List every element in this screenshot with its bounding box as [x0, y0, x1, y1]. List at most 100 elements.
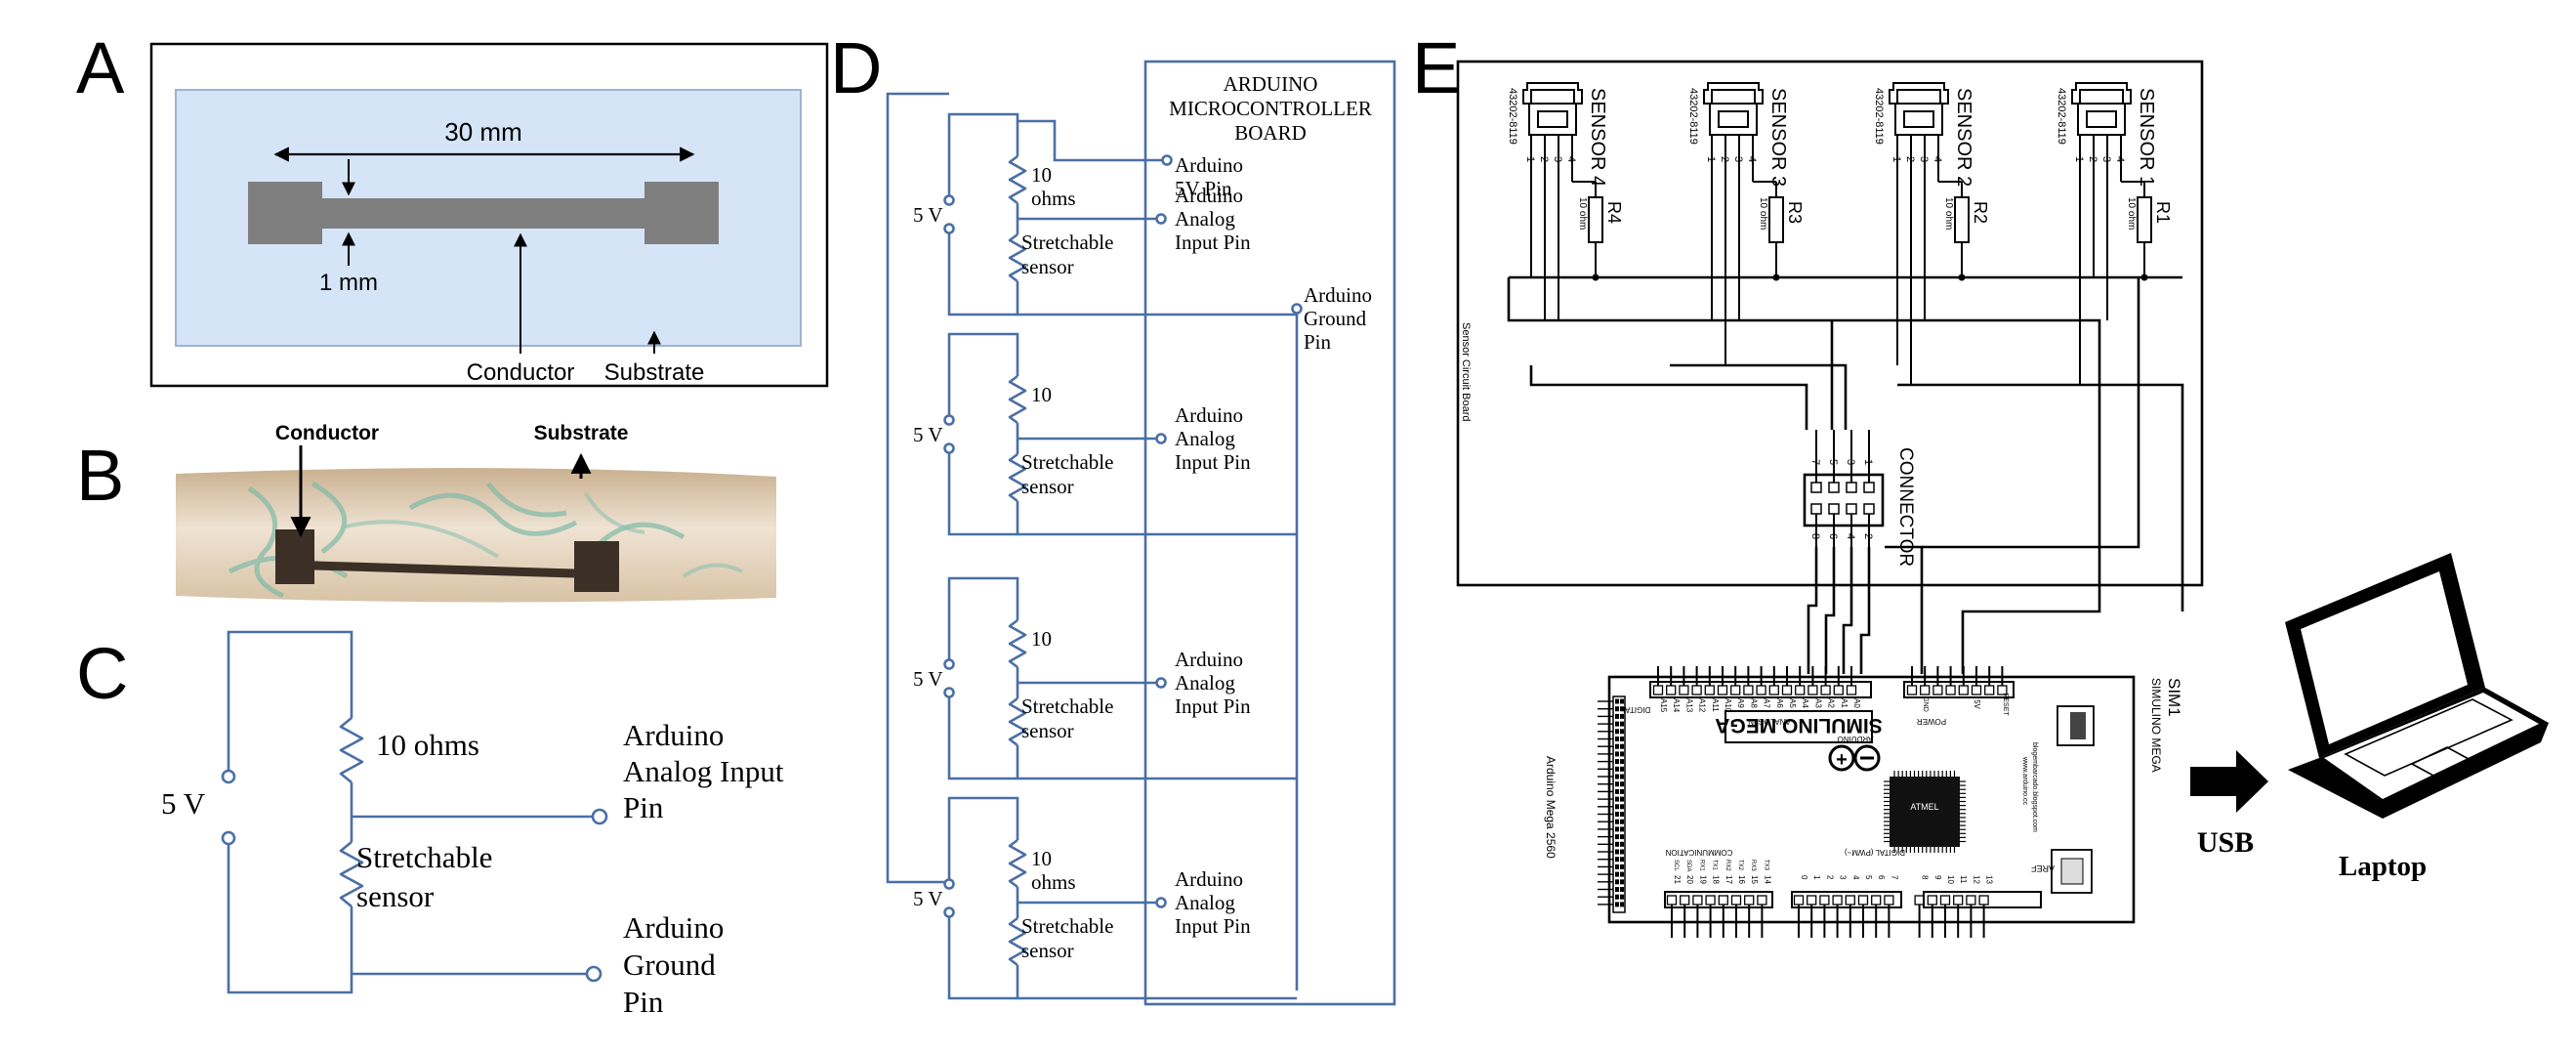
svg-text:11: 11: [1959, 875, 1968, 884]
d-circuit-1: 5 V10ohmsStretchablesensorArduinoAnalogI…: [913, 112, 1297, 316]
panel-d: D ARDUINO MICROCONTROLLER BOARD Arduino …: [830, 27, 1396, 1006]
plus-logo-icon: [1828, 744, 1855, 772]
d-pin-label-line2-1: Analog: [1175, 207, 1235, 231]
length-dimension-label: 30 mm: [444, 117, 521, 147]
svg-text:15: 15: [1750, 875, 1759, 884]
e-sensor-name-4: SENSOR 1: [2136, 88, 2157, 187]
d-pin-label-line1-2: Arduino: [1175, 403, 1243, 427]
board-url-line2: blogembarcado.blogspot.com: [2031, 742, 2038, 832]
svg-text:16: 16: [1737, 875, 1746, 884]
simulino-logo: SIMULINO MEGA: [1715, 710, 1883, 743]
svg-text:A14: A14: [1672, 698, 1681, 713]
d-pin-label-line1-4: Arduino: [1175, 867, 1243, 891]
svg-text:12: 12: [1972, 875, 1980, 884]
d-circuit-3: 5 V10StretchablesensorArduinoAnalogInput…: [913, 576, 1297, 780]
e-resistor-name-1: R4: [1604, 201, 1624, 224]
panel-a: A 30 mm 1 mm Conductor Substrate: [76, 27, 829, 388]
d-resistor-label-2: 10: [1031, 383, 1052, 406]
svg-text:2: 2: [2087, 156, 2098, 162]
svg-text:TX2: TX2: [1737, 860, 1743, 871]
e-sensor-name-2: SENSOR 3: [1767, 88, 1789, 187]
svg-text:3: 3: [1839, 875, 1848, 880]
svg-text:RX2: RX2: [1724, 860, 1730, 871]
d-voltage-label-4: 5 V: [913, 887, 943, 910]
c-sensor-label-line2: sensor: [356, 879, 435, 913]
svg-text:21: 21: [1673, 875, 1682, 884]
sensor-board-caption: Sensor Circuit Board: [1460, 322, 1472, 422]
conductor-trace: [322, 198, 644, 229]
svg-text:A15: A15: [1659, 698, 1668, 713]
header-pwm-label: DIGITAL (PWM~): [1845, 848, 1905, 857]
svg-text:A1: A1: [1840, 698, 1849, 708]
d-voltage-label-3: 5 V: [913, 667, 943, 691]
svg-text:4: 4: [1565, 156, 1577, 162]
conductor-pad-left: [248, 182, 322, 244]
conductor-label: Conductor: [467, 359, 575, 386]
d-sensor-circuits: 5 V10ohmsStretchablesensorArduinoAnalogI…: [913, 112, 1297, 1000]
svg-text:A11: A11: [1711, 698, 1720, 712]
d-5v-pin-terminal: [1161, 154, 1173, 166]
svg-text:A5: A5: [1788, 698, 1797, 708]
svg-text:13: 13: [1985, 875, 1994, 884]
c-ground-terminal: [585, 965, 602, 983]
d-analog-terminal-2: [1155, 433, 1167, 444]
svg-text:1: 1: [1524, 156, 1536, 162]
e-resistor-value-2: 10 ohm: [1758, 197, 1768, 230]
digital-header-strip: [1612, 695, 1626, 913]
svg-text:4: 4: [1746, 156, 1758, 162]
d-analog-terminal-3: [1155, 677, 1167, 689]
e-sensor-name-1: SENSOR 4: [1587, 88, 1608, 187]
e-resistor-name-2: R3: [1785, 201, 1805, 224]
chip-label: ATMEL: [1910, 802, 1938, 812]
e-bus-wires: [1507, 275, 2184, 567]
svg-text:6: 6: [1877, 875, 1886, 880]
svg-text:3: 3: [1918, 156, 1930, 162]
svg-text:4: 4: [1932, 156, 1943, 162]
d-5v-terminal-top-2: [943, 414, 955, 426]
substrate-label: Substrate: [604, 359, 705, 386]
d-ground-pin-terminal: [1291, 303, 1303, 315]
c-sensor-label-line1: Stretchable: [356, 840, 492, 874]
panel-d-label: D: [830, 27, 882, 108]
d-sensor-label-line2-1: sensor: [1021, 255, 1074, 278]
svg-text:17: 17: [1724, 875, 1733, 884]
d-5v-terminal-bottom-2: [943, 442, 955, 454]
d-pin-label-line3-3: Input Pin: [1175, 695, 1251, 718]
panel-c-label: C: [76, 633, 128, 714]
e-part-number-4: 43202-8119: [2056, 88, 2067, 145]
sim-label-line1: SIM1: [2165, 678, 2183, 717]
svg-text:TX1: TX1: [1712, 860, 1718, 871]
e-resistor-value-3: 10 ohm: [1943, 197, 1954, 230]
d-analog-terminal-1: [1155, 213, 1167, 225]
svg-text:A9: A9: [1736, 698, 1745, 708]
header-reset-label: RESET: [2002, 693, 2009, 716]
d-voltage-label-2: 5 V: [913, 423, 943, 446]
d-sensor-label-line1-3: Stretchable: [1021, 695, 1113, 718]
svg-text:1: 1: [1812, 875, 1821, 880]
svg-text:4: 4: [1851, 875, 1860, 880]
c-ground-label-line1: Arduino: [623, 910, 724, 945]
svg-text:5: 5: [1864, 875, 1873, 880]
d-pin-label-line2-4: Analog: [1175, 891, 1235, 914]
d-circuit-2: 5 V10StretchablesensorArduinoAnalogInput…: [913, 332, 1297, 536]
svg-text:1: 1: [1705, 156, 1717, 162]
c-5v-terminal-bottom: [221, 830, 236, 846]
svg-text:+: +: [1836, 749, 1848, 771]
laptop-icon: [2285, 553, 2549, 819]
d-sensor-label-line1-1: Stretchable: [1021, 231, 1113, 254]
photo-conductor-trace: [313, 561, 575, 578]
d-arduino-board-box: [1143, 60, 1396, 1006]
svg-text:A0: A0: [1852, 698, 1861, 708]
c-analog-label-line3: Pin: [623, 790, 664, 824]
d-sensor-label-line2-3: sensor: [1021, 719, 1074, 742]
d-sensor-label-line1-4: Stretchable: [1021, 914, 1113, 938]
d-voltage-label-1: 5 V: [913, 203, 943, 227]
d-pin-label-line3-2: Input Pin: [1175, 450, 1251, 474]
d-board-label-line1: ARDUINO: [1224, 72, 1318, 96]
width-dimension-label: 1 mm: [319, 270, 378, 296]
svg-text:0: 0: [1800, 875, 1808, 880]
